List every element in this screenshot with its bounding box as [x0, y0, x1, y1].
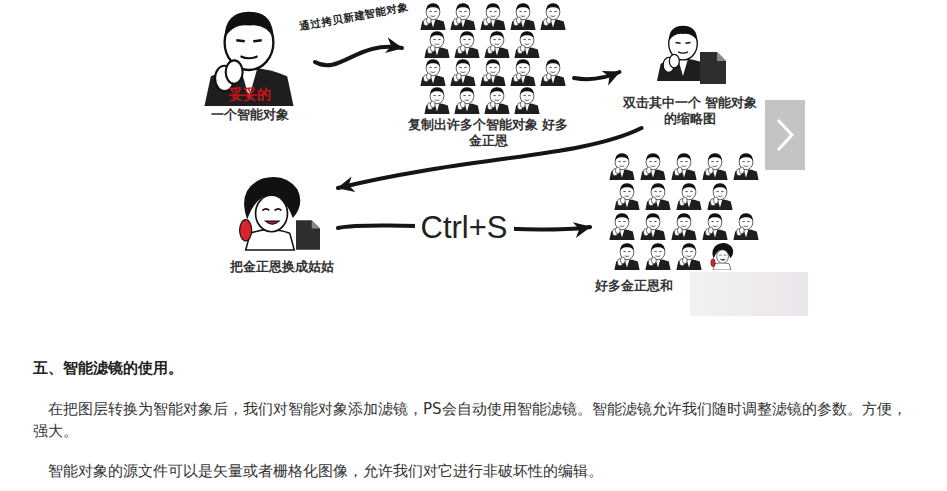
small-girl	[711, 243, 733, 270]
step-caption: 复制出许多个智能对象 好多金正恩	[402, 117, 574, 149]
step-caption: 双击其中一个 智能对象的缩略图	[620, 95, 761, 127]
small-face	[510, 59, 535, 86]
small-face	[614, 183, 639, 210]
small-face	[609, 213, 634, 240]
step-node: 复制出许多个智能对象 好多金正恩	[402, 0, 574, 150]
small-face	[514, 87, 539, 114]
girl-face	[240, 177, 301, 250]
small-face	[450, 59, 475, 86]
small-face	[540, 59, 565, 86]
small-face	[420, 3, 445, 30]
small-face	[640, 213, 665, 240]
small-face	[480, 59, 505, 86]
stamp-label: 妥妥的	[185, 86, 315, 102]
small-face	[676, 183, 701, 210]
body-paragraph: 在把图层转换为智能对象后，我们对智能对象添加滤镜，PS会自动使用智能滤镜。智能滤…	[33, 398, 918, 442]
small-face	[510, 3, 535, 30]
small-face	[540, 3, 565, 30]
small-face	[702, 153, 727, 180]
arrow-label: 通过拷贝新建智能对象	[299, 0, 410, 33]
next-chevron	[778, 120, 792, 150]
flow-arrow	[315, 47, 402, 65]
small-face	[671, 213, 696, 240]
arrow-label: Ctrl+S	[415, 210, 514, 246]
step-caption: 把金正恩换成姑姑	[226, 259, 338, 275]
small-face	[424, 87, 449, 114]
body-paragraph: 智能对象的源文件可以是矢量或者栅格化图像，允许我们对它进行非破坏性的编辑。	[33, 460, 918, 482]
step-node: 好多金正恩和	[590, 145, 765, 295]
small-face	[614, 243, 639, 270]
file-icon	[700, 52, 726, 84]
small-face	[484, 87, 509, 114]
small-face	[640, 153, 665, 180]
step-caption: 好多金正恩和	[595, 278, 673, 294]
small-face	[645, 243, 670, 270]
small-face	[702, 213, 727, 240]
small-face	[707, 183, 732, 210]
small-face	[676, 243, 701, 270]
next-button	[765, 100, 805, 170]
small-face	[484, 31, 509, 58]
small-face	[733, 213, 758, 240]
small-face	[609, 153, 634, 180]
step-node: 双击其中一个 智能对象的缩略图	[620, 10, 761, 128]
small-face	[645, 183, 670, 210]
step-node: 把金正恩换成姑姑	[226, 170, 338, 276]
small-face	[454, 87, 479, 114]
result-grid	[609, 153, 758, 270]
flow-arrow	[574, 72, 620, 79]
small-face	[450, 3, 475, 30]
face-grid	[420, 3, 565, 114]
blur-patch	[690, 272, 808, 316]
small-face	[454, 31, 479, 58]
small-face	[514, 31, 539, 58]
step-caption: 一个智能对象	[185, 107, 315, 123]
small-face	[671, 153, 696, 180]
file-icon	[296, 220, 320, 250]
small-face	[733, 153, 758, 180]
small-face	[480, 3, 505, 30]
small-face	[420, 59, 445, 86]
small-face	[424, 31, 449, 58]
section-heading: 五、智能滤镜的使用。	[33, 359, 183, 378]
step-node: 妥妥的一个智能对象	[185, 0, 315, 128]
